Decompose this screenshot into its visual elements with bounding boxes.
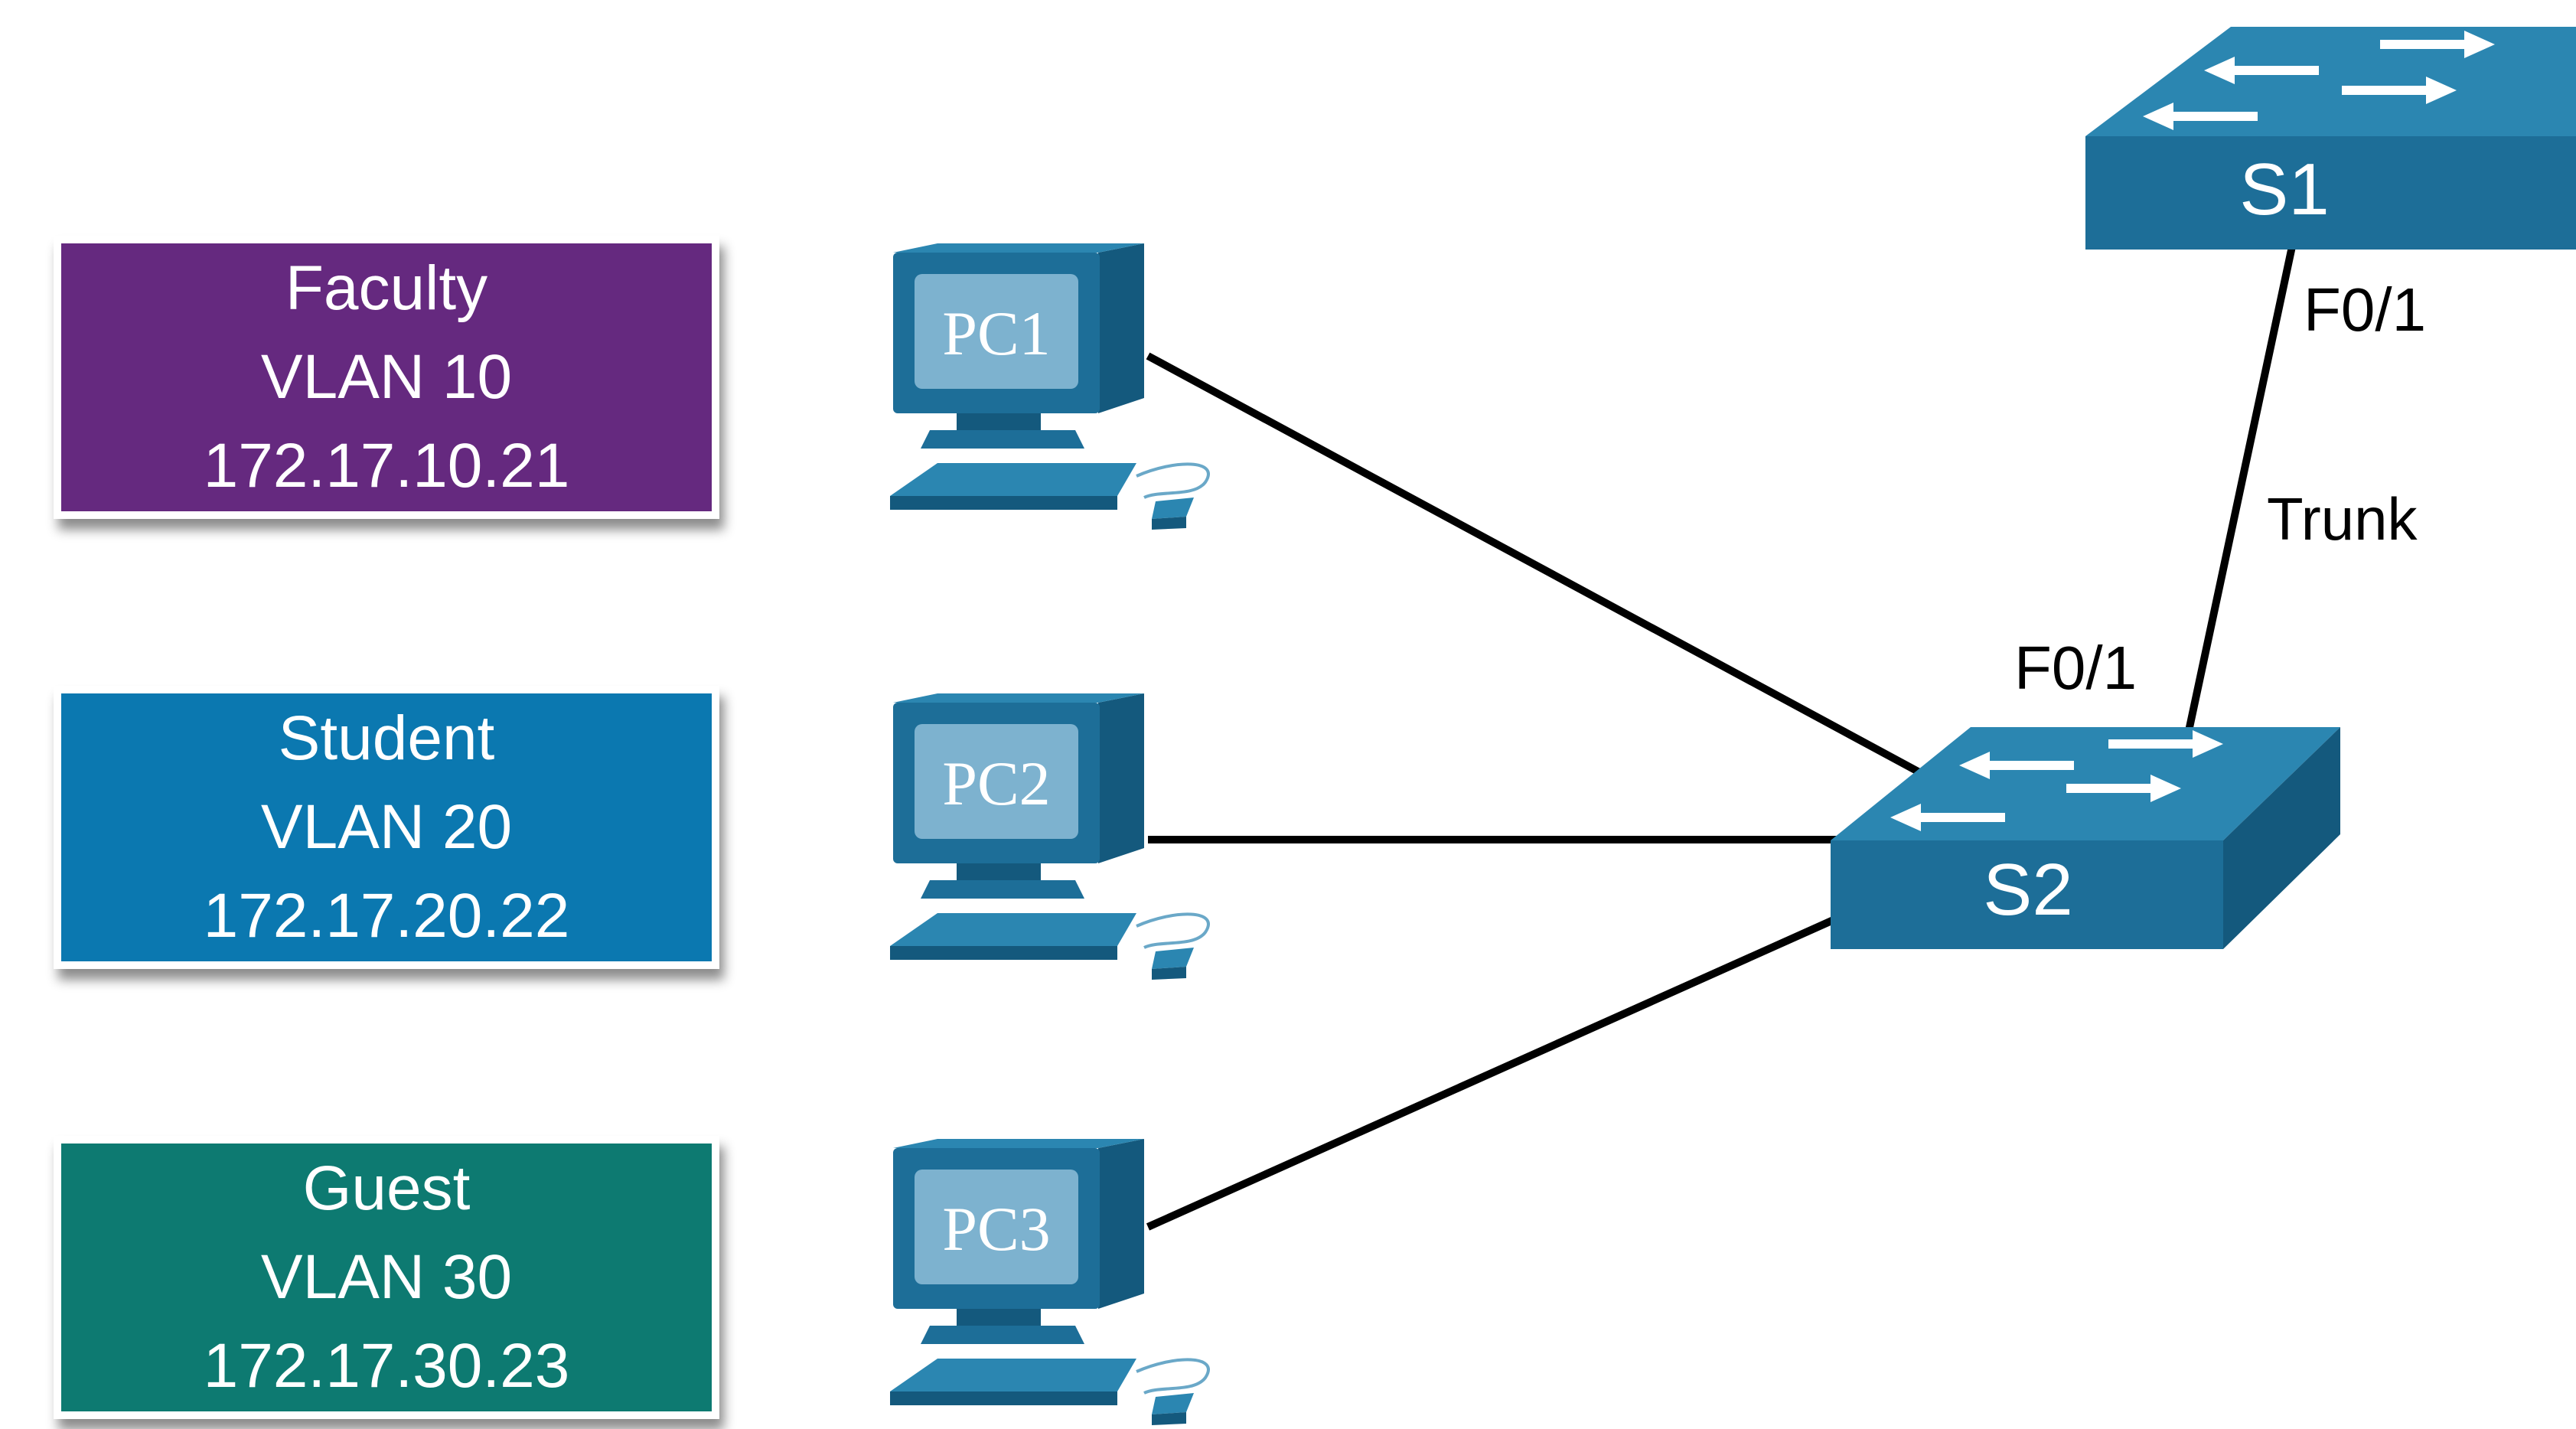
- s1-port-label: F0/1: [2304, 276, 2426, 344]
- switch-front: [2085, 136, 2576, 250]
- vlan-name: Student: [278, 703, 495, 773]
- vlan-name: Guest: [302, 1153, 471, 1223]
- pc-label: PC2: [942, 749, 1050, 818]
- switch-label: S1: [2239, 148, 2329, 230]
- pc-icon: [889, 242, 1210, 531]
- switch-s2: S2: [1831, 727, 2340, 949]
- s2-port-label: F0/1: [2014, 634, 2137, 702]
- vlan-id: VLAN 10: [260, 342, 513, 412]
- vlan-box-student: Student VLAN 20 172.17.20.22: [54, 686, 719, 969]
- vlan-box-faculty: Faculty VLAN 10 172.17.10.21: [54, 236, 719, 519]
- trunk-label: Trunk: [2267, 485, 2418, 553]
- vlan-name: Faculty: [285, 253, 488, 323]
- link-pc3-s2: [1146, 915, 1839, 1231]
- switch-label: S2: [1983, 849, 2072, 931]
- link-pc1-s2: [1146, 352, 1923, 777]
- vlan-id: VLAN 20: [260, 792, 513, 862]
- vlan-ip: 172.17.10.21: [203, 431, 570, 501]
- switch-s1: S1: [2085, 27, 2576, 250]
- pc-label: PC1: [942, 299, 1050, 368]
- switch-side: [2223, 727, 2340, 949]
- vlan-box-guest: Guest VLAN 30 172.17.30.23: [54, 1136, 719, 1419]
- switch-top: [2085, 27, 2576, 136]
- pc-icon: [889, 1137, 1210, 1427]
- links: [1146, 245, 2296, 1231]
- pc-label: PC3: [942, 1194, 1050, 1264]
- link-trunk: [2185, 245, 2296, 732]
- vlan-id: VLAN 30: [260, 1242, 513, 1312]
- pc2: PC2: [889, 692, 1210, 981]
- vlan-ip: 172.17.20.22: [203, 881, 570, 951]
- pc3: PC3: [889, 1137, 1210, 1427]
- pc1: PC1: [889, 242, 1210, 531]
- vlan-ip: 172.17.30.23: [203, 1331, 570, 1401]
- switch-front: [1831, 840, 2223, 949]
